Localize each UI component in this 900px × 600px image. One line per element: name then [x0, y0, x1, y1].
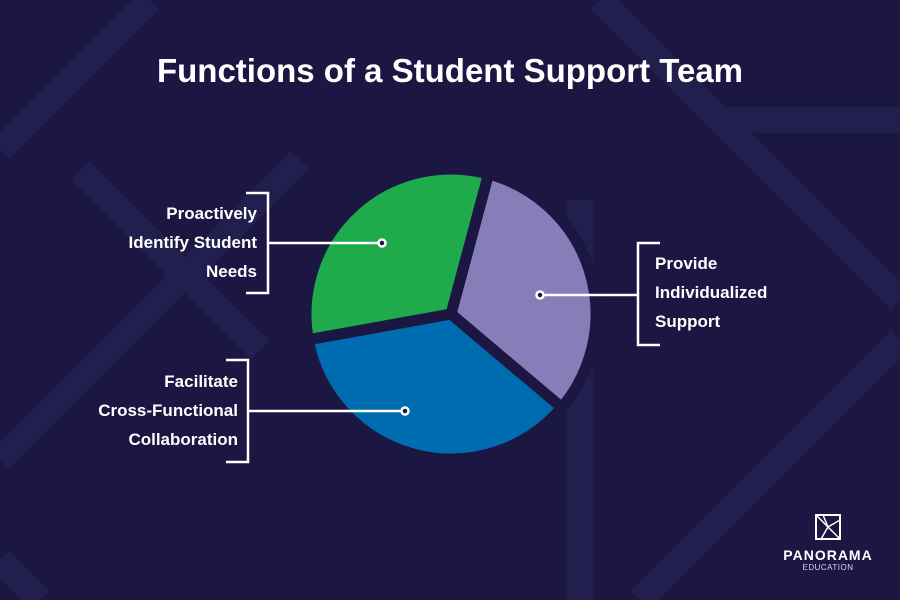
bracket-facilitate	[226, 358, 405, 464]
pie-slice-3	[300, 163, 495, 346]
panorama-logo: PANORAMA EDUCATION	[778, 514, 878, 572]
panorama-logo-icon	[815, 514, 841, 540]
label-line: Collaboration	[128, 430, 238, 449]
label-line: Provide	[655, 254, 718, 273]
pie-slice-1	[445, 168, 602, 414]
callout-dot	[400, 406, 410, 416]
label-facilitate: Facilitate Cross-Functional Collaboratio…	[98, 367, 238, 454]
page-title: Functions of a Student Support Team	[156, 52, 744, 89]
logo-name: PANORAMA	[783, 547, 873, 563]
logo-subtitle: EDUCATION	[802, 563, 854, 572]
callout-dot	[535, 290, 545, 300]
pie-slice-2	[302, 308, 568, 465]
callouts	[226, 191, 660, 464]
label-provide: Provide Individualized Support	[655, 249, 767, 336]
label-line: Identify Student	[128, 233, 257, 252]
bracket-proactive	[246, 191, 382, 295]
callout-dot	[377, 238, 387, 248]
label-line: Support	[655, 312, 721, 331]
label-line: Needs	[205, 262, 257, 281]
label-line: Individualized	[655, 283, 768, 302]
label-line: Proactively	[166, 204, 257, 223]
label-line: Cross-Functional	[98, 401, 238, 420]
label-proactive: Proactively Identify Student Needs	[129, 199, 257, 286]
label-line: Facilitate	[164, 372, 238, 391]
bracket-provide	[540, 241, 660, 347]
